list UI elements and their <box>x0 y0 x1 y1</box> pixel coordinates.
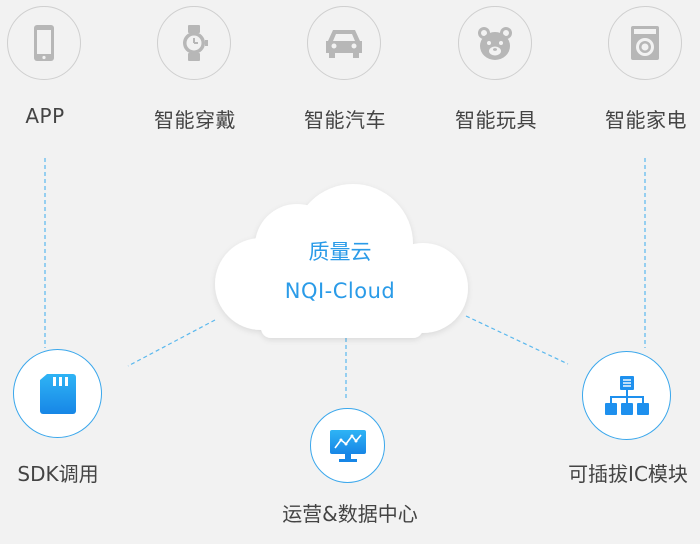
car-icon <box>324 26 364 60</box>
cloud-subtitle: NQI-Cloud <box>240 279 440 303</box>
cloud-title: 质量云 <box>240 236 440 266</box>
service-label-sdk: SDK调用 <box>0 458 116 487</box>
device-label-toy: 智能玩具 <box>436 104 556 133</box>
service-label-ops: 运营&数据中心 <box>260 498 440 527</box>
phone-icon <box>29 23 59 63</box>
monitor-chart-icon <box>328 428 368 464</box>
service-label-ic: 可插拔IC模块 <box>558 458 698 487</box>
washing-machine-icon <box>629 24 661 62</box>
car-device-circle <box>307 6 381 80</box>
toy-device-circle <box>458 6 532 80</box>
sd-card-icon <box>39 372 77 416</box>
device-label-app: APP <box>0 104 105 128</box>
device-label-car: 智能汽车 <box>285 104 405 133</box>
bear-icon <box>475 24 515 62</box>
sdk-service-circle <box>13 349 102 438</box>
app-device-circle <box>7 6 81 80</box>
ic-service-circle <box>582 351 671 440</box>
device-label-appliance: 智能家电 <box>586 104 700 133</box>
line-cloud-to-sdk <box>128 320 215 366</box>
network-module-icon <box>603 374 651 418</box>
watch-icon <box>177 23 211 63</box>
device-label-wearable: 智能穿戴 <box>135 104 255 133</box>
wearable-device-circle <box>157 6 231 80</box>
ops-service-circle <box>310 408 385 483</box>
line-cloud-to-ic <box>466 316 568 364</box>
appliance-device-circle <box>608 6 682 80</box>
